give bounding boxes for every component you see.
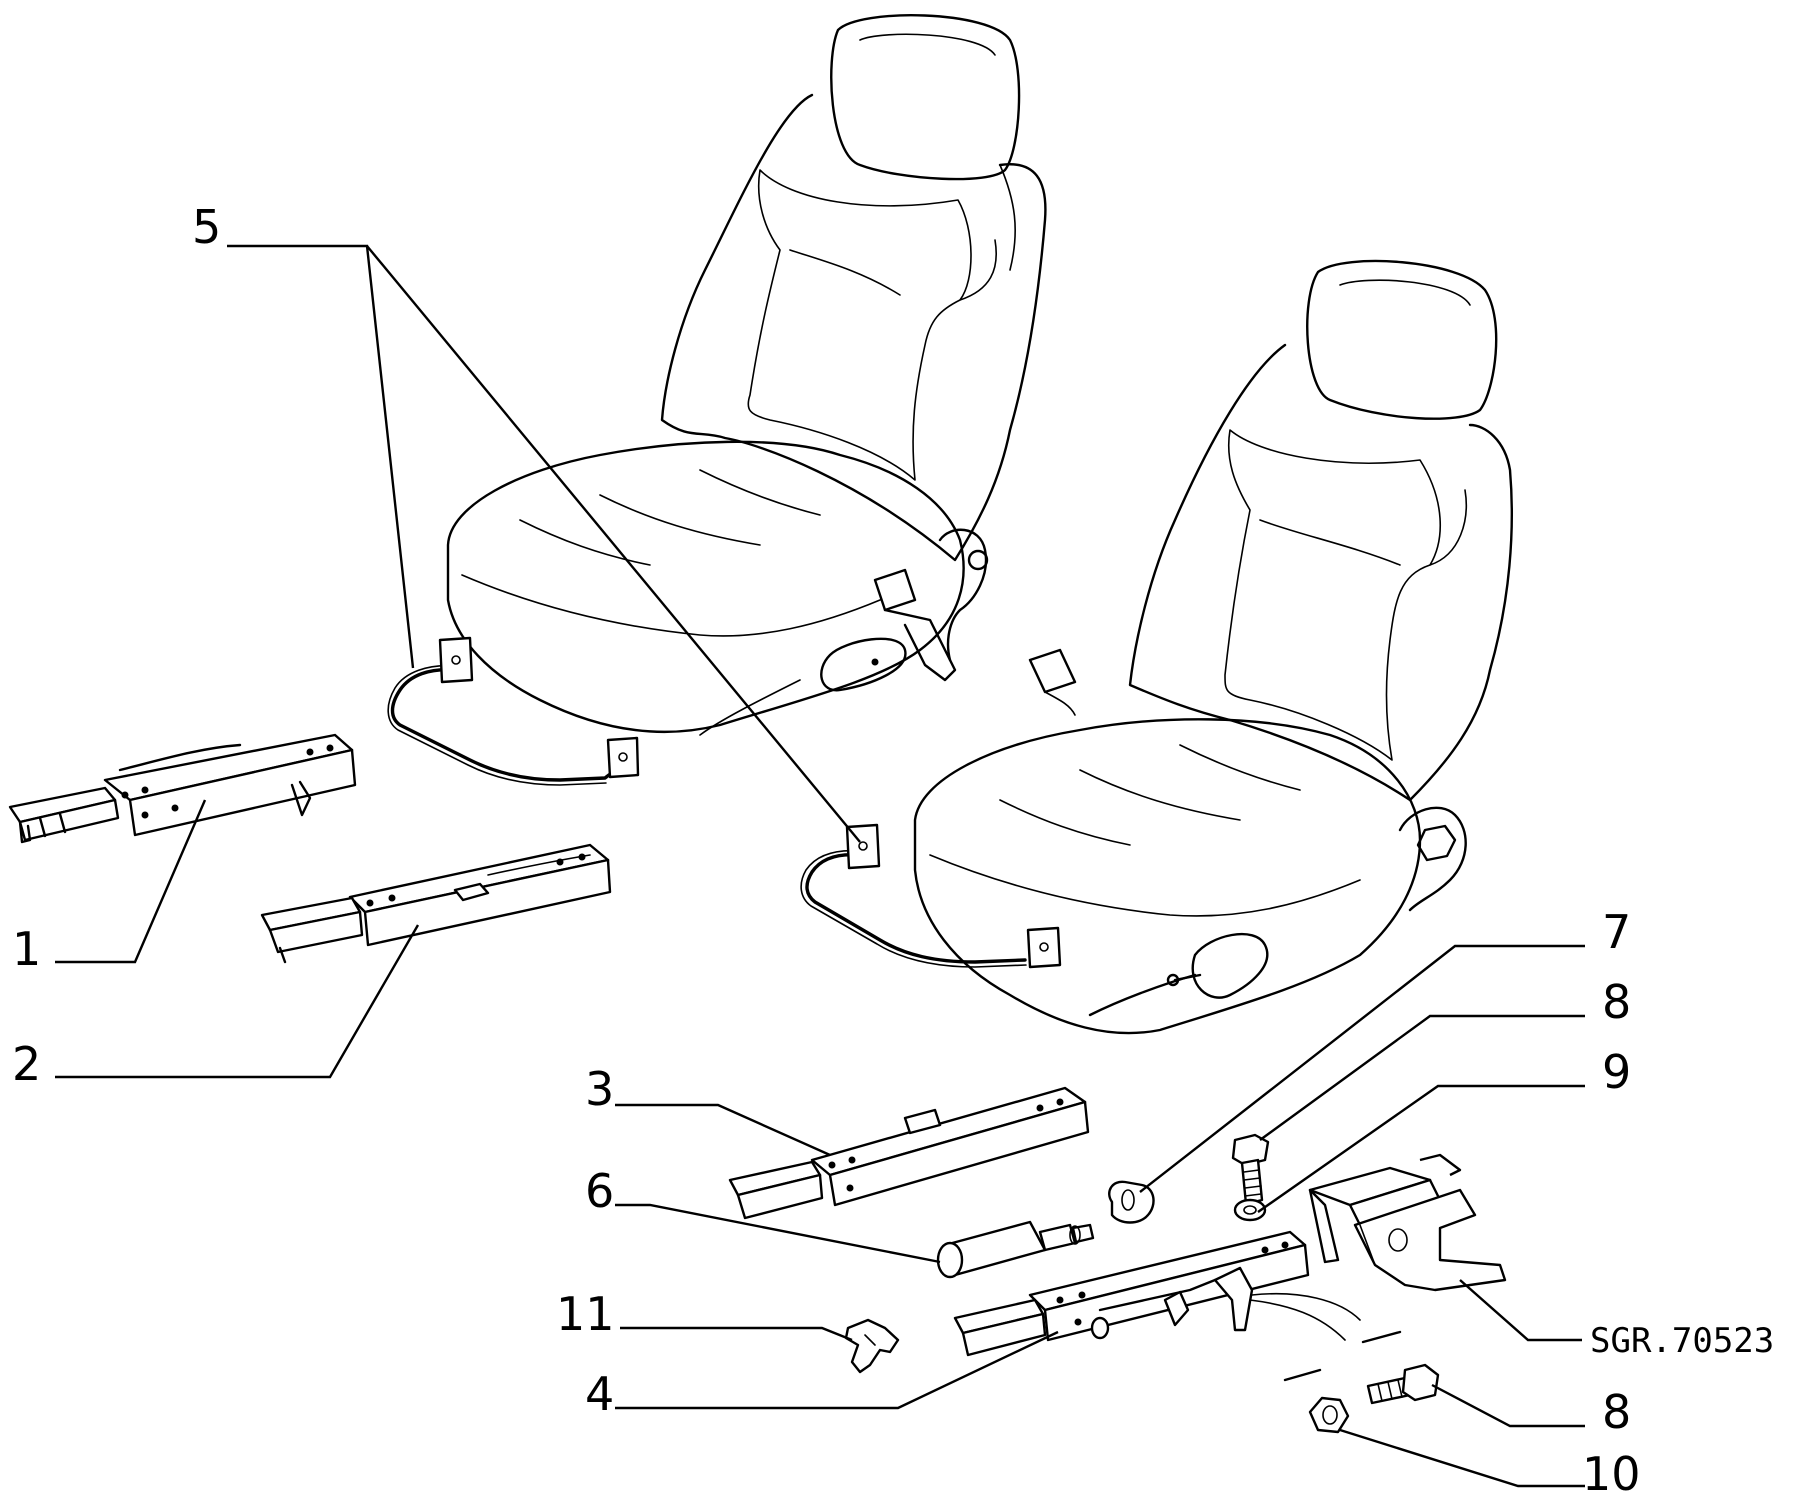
part-3-rail: [728, 1086, 1090, 1220]
drawing-code: SGR.70523: [1590, 1321, 1774, 1361]
part-5-harness-left: [387, 636, 640, 786]
part-9-washer: [1233, 1198, 1267, 1222]
callout-3: 3: [585, 1062, 614, 1116]
part-8-bolt-lower: [1366, 1363, 1440, 1405]
callout-8-upper: 8: [1602, 975, 1631, 1029]
part-4-rail: [953, 1230, 1402, 1382]
part-5-harness-right: [800, 823, 1062, 969]
callout-5: 5: [192, 200, 221, 254]
callout-11: 11: [556, 1287, 615, 1341]
part-10-nut: [1308, 1396, 1350, 1434]
leader-lines: [55, 244, 1585, 1488]
callout-7: 7: [1602, 905, 1631, 959]
seat-right: [913, 259, 1513, 1035]
seat-left: [446, 14, 1047, 736]
part-6-actuator: [936, 1220, 1095, 1279]
part-1-rail: [8, 733, 357, 844]
part-2-rail: [260, 843, 612, 964]
callout-8-lower: 8: [1602, 1385, 1631, 1439]
part-7-clip: [1108, 1180, 1155, 1224]
callouts: 5 1 2 3 6 11 4 7 8 9 SGR.70523 8 10: [12, 200, 1774, 1497]
callout-2: 2: [12, 1037, 41, 1091]
callout-4: 4: [585, 1367, 614, 1421]
callout-1: 1: [12, 922, 41, 976]
callout-6: 6: [585, 1164, 614, 1218]
part-11-clip: [844, 1318, 900, 1374]
part-8-bolt-upper: [1231, 1133, 1270, 1206]
bracket-part: [1308, 1153, 1507, 1292]
callout-9: 9: [1602, 1045, 1631, 1099]
callout-10: 10: [1582, 1447, 1641, 1497]
